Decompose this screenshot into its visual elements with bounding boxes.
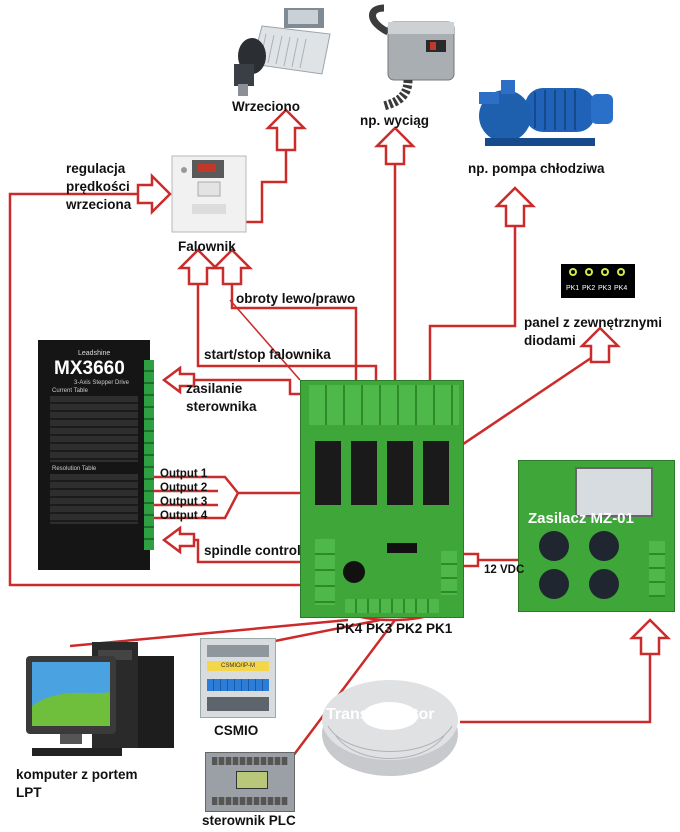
driver-current-table-title: Current Table xyxy=(52,388,88,394)
label-output-2: Output 2 xyxy=(160,482,208,494)
driver-subtitle: 3-Axis Stepper Drive xyxy=(74,380,130,386)
psu-cap-3 xyxy=(539,569,569,599)
label-spindle: spindle control xyxy=(204,543,301,558)
arrow-to-falownik-regulacja xyxy=(136,172,172,216)
arrow-startstop xyxy=(176,248,220,286)
label-pompa: np. pompa chłodziwa xyxy=(468,161,605,176)
psu-cap-4 xyxy=(589,569,619,599)
relay-1 xyxy=(315,441,341,505)
label-plc: sterownik PLC xyxy=(202,813,296,828)
plc-device xyxy=(205,752,295,812)
label-obroty: obroty lewo/prawo xyxy=(236,291,356,306)
label-zasilanie-2: sterownika xyxy=(186,399,257,414)
relay-4 xyxy=(423,441,449,505)
label-wyciag: np. wyciąg xyxy=(360,113,430,128)
driver-model: MX3660 xyxy=(54,358,125,379)
led-label-pk1: PK1 xyxy=(566,285,580,292)
arrow-to-wrzeciono xyxy=(264,108,308,152)
csmio-terminals xyxy=(207,679,269,691)
board-capacitor xyxy=(343,561,365,583)
extractor-image xyxy=(369,4,455,110)
board-top-terminals xyxy=(309,385,459,425)
driver-current-table xyxy=(50,396,138,462)
label-panel-2: diodami xyxy=(524,333,576,348)
led-label-pk3: PK3 xyxy=(598,285,612,292)
power-supply-board xyxy=(518,460,675,612)
wire-pk-plc xyxy=(289,619,396,761)
label-regulacja-3: wrzeciona xyxy=(66,197,132,212)
board-pk-terminals xyxy=(345,599,439,613)
label-falownik: Falownik xyxy=(178,239,236,254)
label-transformator: Transformator xyxy=(326,706,435,723)
arrow-panel xyxy=(578,326,622,364)
wire-board-regulacja xyxy=(8,192,318,587)
csmio-panel-label: CSMIO/IP-M xyxy=(207,661,269,671)
label-panel-1: panel z zewnętrznymi xyxy=(524,315,663,330)
inverter-image xyxy=(171,155,247,233)
relay-board xyxy=(300,380,464,618)
board-chip xyxy=(387,543,417,553)
wire-outputs xyxy=(150,475,318,520)
label-output-4: Output 4 xyxy=(160,510,208,522)
toroid-image xyxy=(322,680,458,776)
label-regulacja-1: regulacja xyxy=(66,161,126,176)
label-output-1: Output 1 xyxy=(160,468,208,480)
label-csmio: CSMIO xyxy=(214,723,259,738)
driver-brand: Leadshine xyxy=(78,350,111,357)
wire-pk-komputer xyxy=(69,618,349,648)
psu-transformer xyxy=(575,467,653,517)
label-zasilanie-1: zasilanie xyxy=(186,381,243,396)
led-panel: PK1 PK2 PK3 PK4 xyxy=(561,264,635,298)
psu-cap-1 xyxy=(539,531,569,561)
led-label-pk4: PK4 xyxy=(614,285,628,292)
csmio-connectors xyxy=(207,645,269,657)
plc-screen xyxy=(236,771,268,789)
label-output-3: Output 3 xyxy=(160,496,208,508)
board-right-terminals xyxy=(441,551,457,595)
driver-terminals xyxy=(144,360,154,550)
wire-obroty xyxy=(230,282,358,382)
stepper-driver: Leadshine MX3660 3-Axis Stepper Drive Cu… xyxy=(38,340,154,570)
label-zasilacz: Zasilacz MZ-01 xyxy=(528,510,634,527)
relay-2 xyxy=(351,441,377,505)
psu-cap-2 xyxy=(589,531,619,561)
arrow-obroty xyxy=(210,248,254,286)
label-pk-row: PK4 PK3 PK2 PK1 xyxy=(336,621,453,636)
arrow-spindle xyxy=(161,525,196,555)
led-label-pk2: PK2 xyxy=(582,285,596,292)
wire-board-pompa xyxy=(428,224,517,380)
arrow-to-wyciag xyxy=(373,126,417,166)
plc-top-terminals xyxy=(212,757,288,765)
driver-resolution-table-title: Resolution Table xyxy=(52,466,97,472)
label-komputer-1: komputer z portem xyxy=(16,767,138,782)
psu-terminals xyxy=(649,541,665,597)
plc-bottom-terminals xyxy=(212,797,288,805)
led-panel-leds xyxy=(569,268,625,276)
wire-transformator-zasilacz xyxy=(460,646,652,724)
csmio-device: CSMIO/IP-M xyxy=(200,638,276,718)
wire-falownik-wrzeciono xyxy=(244,148,288,224)
pump-image xyxy=(479,80,613,146)
label-regulacja-2: prędkości xyxy=(66,179,130,194)
label-12vdc: 12 VDC xyxy=(484,564,525,576)
wire-zasilanie xyxy=(182,378,308,396)
arrow-zasilanie xyxy=(161,365,196,395)
driver-resolution-table xyxy=(50,474,138,524)
relay-3 xyxy=(387,441,413,505)
label-komputer-2: LPT xyxy=(16,785,42,800)
arrow-to-pompa xyxy=(493,186,537,228)
computer-image xyxy=(26,642,174,756)
spindle-image xyxy=(234,8,331,96)
arrow-to-zasilacz xyxy=(628,618,672,656)
label-startstop: start/stop falownika xyxy=(204,347,331,362)
csmio-ports xyxy=(207,697,269,711)
board-left-terminals xyxy=(315,539,335,605)
label-wrzeciono: Wrzeciono xyxy=(232,99,301,114)
